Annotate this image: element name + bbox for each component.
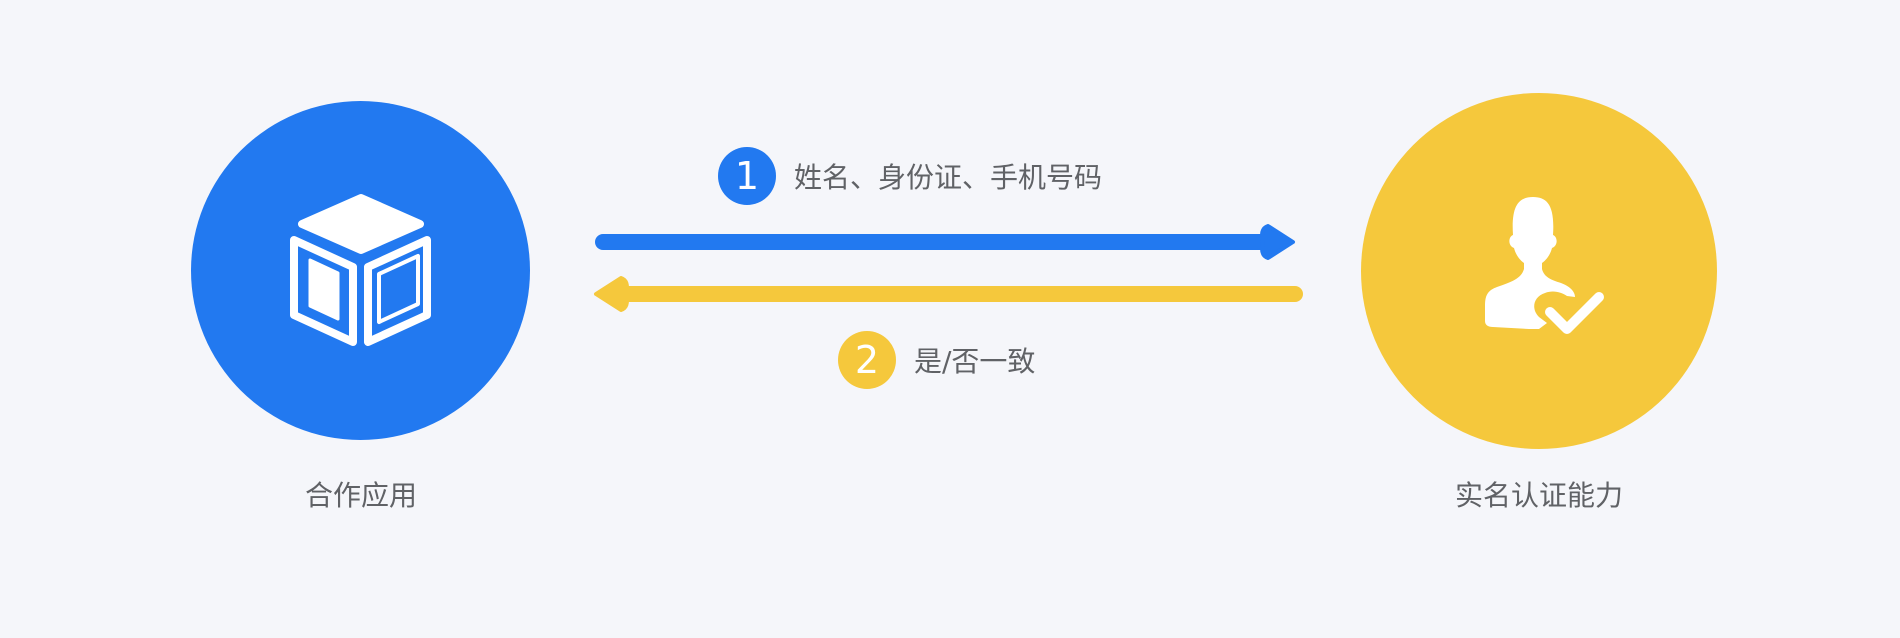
step-2-badge: 2 <box>838 331 896 389</box>
verification-label: 实名认证能力 <box>1454 479 1624 512</box>
arrowhead-left-icon <box>594 276 629 312</box>
verification-circle <box>1361 93 1717 449</box>
request-arrow <box>595 224 1295 260</box>
response-arrow <box>594 276 1303 312</box>
verification-node <box>1361 93 1717 449</box>
step-1-badge: 1 <box>718 147 776 205</box>
step-1-text: 姓名、身份证、手机号码 <box>794 161 1103 194</box>
partner-app-label: 合作应用 <box>304 479 418 512</box>
step-2-text: 是/否一致 <box>914 345 1036 378</box>
partner-app-node <box>191 101 530 440</box>
arrowhead-right-icon <box>1260 224 1295 260</box>
user-verified-icon <box>1485 197 1604 334</box>
cube-icon <box>290 194 431 346</box>
step-1: 1 姓名、身份证、手机号码 <box>718 147 1102 205</box>
partner-app-circle <box>191 101 530 440</box>
step-2: 2 是/否一致 <box>838 331 1035 389</box>
